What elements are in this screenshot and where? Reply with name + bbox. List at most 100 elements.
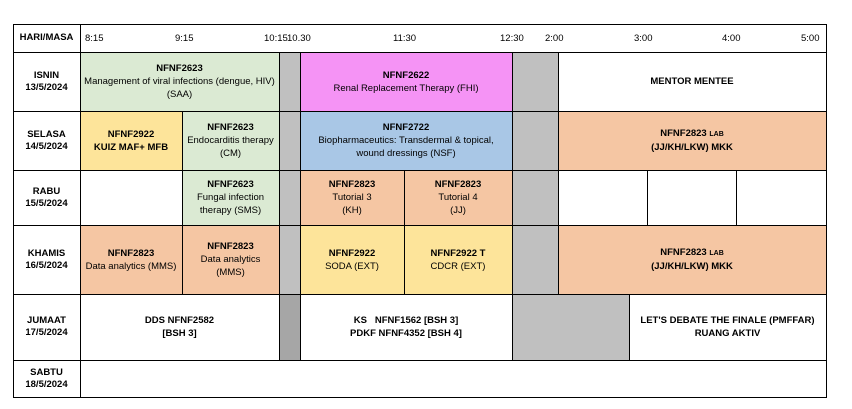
isnin-nfnf2623-block: NFNF2623 Management of viral infections … [80,52,279,111]
day-name: SELASA [27,128,66,140]
course-desc: Fungal infection therapy (SMS) [196,192,265,216]
course-desc: Endocarditis therapy [187,135,274,146]
course-desc: Tutorial 4 [438,192,478,203]
time-label: 2:00 [545,32,564,44]
course-code: NFNF2823 [660,247,707,258]
rabu-tutorial3-block: NFNF2823 Tutorial 3 (KH) [300,170,404,225]
day-label-isnin: ISNIN 13/5/2024 [13,52,80,111]
lecturer: (CM) [219,148,242,159]
day-column-header-label: HARI/MASA [19,32,74,43]
grid-line [13,294,827,295]
time-label: 4:00 [722,32,741,44]
course-desc: Data analytics (MMS) [85,260,177,272]
isnin-mentor-block: MENTOR MENTEE [558,52,826,111]
course-code: NFNF2922 [328,247,376,259]
isnin-nfnf2622-block: NFNF2622 Renal Replacement Therapy (FHI) [300,52,512,111]
grid-line [13,111,827,112]
day-date: 13/5/2024 [25,81,68,93]
time-label: 10:15 [264,32,288,44]
khamis-soda-block: NFNF2922 SODA (EXT) [300,225,404,294]
time-label: 5:00 [801,32,820,44]
grid-line [404,170,405,294]
jumaat-dds-block: DDS NFNF2582 [BSH 3] [80,294,279,360]
day-name: RABU [32,185,61,197]
grid-line [736,170,737,225]
grid-line [13,24,827,25]
time-label: 12:30 [500,32,524,44]
course-desc: (JJ/KH/LKW) MKK [651,142,733,153]
lab-tag: LAB [709,250,724,257]
lecturer: (SAA) [166,89,193,100]
selasa-lunch-block [512,111,558,170]
grid-line [13,24,14,398]
grid-line [13,52,827,53]
course-code: NFNF2623 [207,179,254,190]
grid-line [629,294,630,360]
grid-line [80,24,81,398]
course-code: NFNF2922 T [430,247,486,259]
grid-line [512,52,513,360]
grid-line [279,52,280,360]
course-code: NFNF2823 [434,179,482,190]
day-name: SABTU [30,367,63,378]
grid-line [647,170,648,225]
course-code: NFNF2623 [156,63,203,74]
khamis-break-block [279,225,300,294]
activity-line-2: [BSH 3] [162,328,197,339]
course-desc: Biopharmaceutics: Transdermal & topical,… [318,135,494,159]
jumaat-lunch-block [512,294,629,360]
lab-tag: LAB [709,131,724,138]
course-code: NFNF2823 [107,247,155,259]
course-code: NFNF2922 [107,128,155,140]
day-date: 14/5/2024 [25,140,68,152]
grid-line [13,397,827,398]
grid-line [13,225,827,226]
rabu-nfnf2623-block: NFNF2623 Fungal infection therapy (SMS) [182,170,279,225]
jumaat-break-block [279,294,300,360]
course-desc: (JJ/KH/LKW) MKK [651,261,733,272]
rabu-empty-block [80,170,182,225]
activity-title: MENTOR MENTEE [650,76,734,87]
selasa-break-block [279,111,300,170]
time-label: 8:15 [85,32,104,44]
lecturer: (JJ) [450,205,466,216]
rabu-break-block [279,170,300,225]
activity-line-1: KS NFNF1562 [BSH 3] [353,315,459,326]
day-date: 15/5/2024 [25,197,68,209]
course-code: NFNF2722 [382,122,430,133]
course-code: NFNF2823 [207,241,254,252]
time-label: 10.30 [287,32,311,44]
activity-line-2: PDKF NFNF4352 [BSH 4] [350,328,462,339]
khamis-nfnf2823-lab-block: NFNF2823 LAB (JJ/KH/LKW) MKK [558,225,826,294]
day-label-jumaat: JUMAAT 17/5/2024 [13,294,80,360]
course-desc: SODA (EXT) [325,260,379,272]
rabu-lunch-block [512,170,558,225]
day-label-selasa: SELASA 14/5/2024 [13,111,80,170]
grid-line [13,170,827,171]
time-label: 3:00 [634,32,653,44]
course-code: NFNF2823 [328,179,376,190]
khamis-lunch-block [512,225,558,294]
activity-line-1: DDS NFNF2582 [144,315,215,326]
day-label-sabtu: SABTU 18/5/2024 [13,360,80,398]
day-label-khamis: KHAMIS 16/5/2024 [13,225,80,294]
activity-line-1: LET'S DEBATE THE FINALE (PMFFAR) [640,315,815,326]
course-code: NFNF2623 [207,122,254,133]
jumaat-ks-pdkf-block: KS NFNF1562 [BSH 3] PDKF NFNF4352 [BSH 4… [300,294,512,360]
selasa-nfnf2722-block: NFNF2722 Biopharmaceutics: Transdermal &… [300,111,512,170]
course-code-line: NFNF2823 LAB [660,127,724,141]
course-desc: KUIZ MAF+ MFB [93,141,169,153]
day-name: JUMAAT [27,315,66,326]
lecturer: (KH) [342,205,362,216]
grid-line [826,24,827,398]
day-date: 16/5/2024 [25,259,68,271]
course-desc: Data analytics [200,254,261,265]
selasa-nfnf2823-lab-block: NFNF2823 LAB (JJ/KH/LKW) MKK [558,111,826,170]
grid-line [182,111,183,294]
khamis-data-analytics-1-block: NFNF2823 Data analytics (MMS) [80,225,182,294]
lecturer: (MMS) [216,267,245,278]
selasa-nfnf2623-block: NFNF2623 Endocarditis therapy (CM) [182,111,279,170]
time-label: 9:15 [175,32,194,44]
course-desc: CDCR (EXT) [430,260,486,272]
khamis-data-analytics-2-block: NFNF2823 Data analytics (MMS) [182,225,279,294]
